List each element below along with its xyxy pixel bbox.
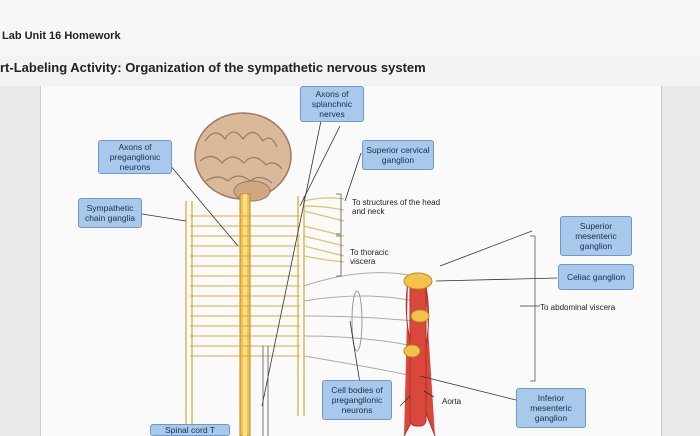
lab-title: Lab Unit 16 Homework (2, 30, 121, 42)
label-celiac[interactable]: Celiac ganglion (558, 264, 634, 290)
label-spinal-cord[interactable]: Spinal cord T (150, 424, 230, 436)
brackets (336, 193, 536, 382)
splanchnic-nerves (303, 272, 415, 377)
pointer-lines (141, 115, 558, 407)
activity-title-bar: rt-Labeling Activity: Organization of th… (0, 56, 700, 86)
spinal-rami (190, 215, 300, 357)
label-superior-mesenteric[interactable]: Superior mesenteric ganglion (560, 216, 632, 256)
left-sympathetic-chain (185, 201, 193, 426)
lower-nerve-lines (262, 346, 269, 436)
label-superior-cervical[interactable]: Superior cervical ganglion (362, 140, 434, 170)
label-inferior-mesenteric[interactable]: Inferior mesenteric ganglion (516, 388, 586, 428)
sympathetic-diagram (141, 112, 558, 436)
thoracic-nerves (303, 235, 345, 263)
label-sympathetic-chain[interactable]: Sympathetic chain ganglia (78, 198, 142, 228)
brain-illustration (194, 112, 292, 202)
activity-title: rt-Labeling Activity: Organization of th… (0, 60, 426, 75)
annotation-aorta: Aorta (442, 397, 462, 406)
spinal-cord (239, 193, 251, 436)
annotation-abdominal: To abdominal viscera (540, 303, 616, 312)
label-axons-splanchnic[interactable]: Axons of splanchnic nerves (300, 86, 364, 122)
annotation-thoracic: To thoracic viscera (350, 248, 389, 266)
label-axons-preganglionic[interactable]: Axons of preganglionic neurons (98, 140, 172, 174)
top-bar: Lab Unit 16 Homework (0, 0, 700, 56)
head-neck-nerves (303, 197, 345, 237)
label-cell-bodies[interactable]: Cell bodies of preganglionic neurons (322, 380, 392, 420)
annotation-head-neck: To structures of the head and neck (352, 198, 441, 216)
aorta (403, 272, 436, 436)
